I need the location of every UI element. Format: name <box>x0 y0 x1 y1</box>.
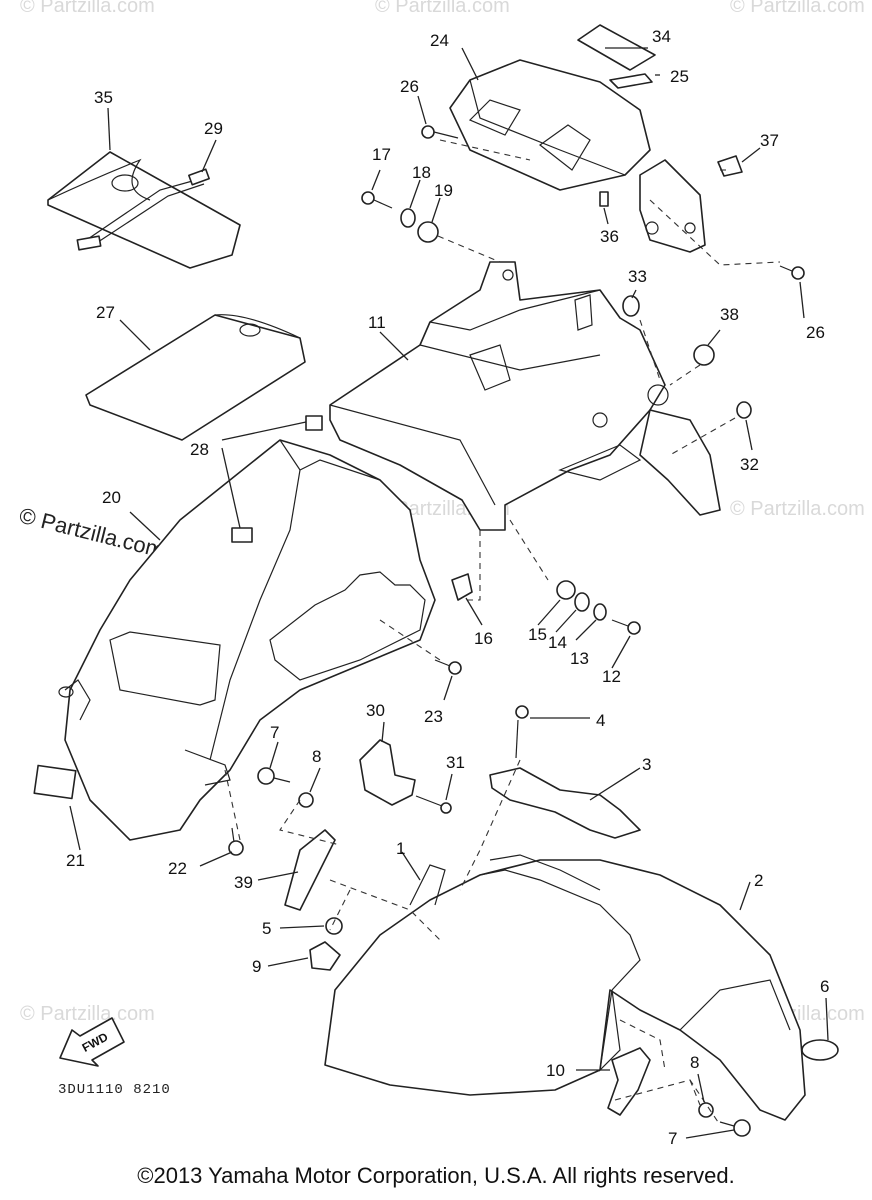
callout-12: 12 <box>602 667 621 686</box>
watermark-text: © Partzilla.com <box>17 503 167 563</box>
callout-6: 6 <box>820 977 829 996</box>
callout-17: 17 <box>372 145 391 164</box>
callout-10: 10 <box>546 1061 565 1080</box>
callout-9: 9 <box>252 957 261 976</box>
part-1-2-front-fender <box>324 854 806 1121</box>
copyright-notice: ©2013 Yamaha Motor Corporation, U.S.A. A… <box>137 1163 735 1188</box>
callout-38: 38 <box>720 305 739 324</box>
callout-1: 1 <box>396 839 405 858</box>
watermarks: © Partzilla.com © Partzilla.com © Partzi… <box>17 0 865 1025</box>
callout-20: 20 <box>102 488 121 507</box>
callout-23: 23 <box>424 707 443 726</box>
callout-15: 15 <box>528 625 547 644</box>
part-39-bracket <box>284 829 336 911</box>
part-20-rear-fender <box>58 439 436 841</box>
part-11-frame <box>329 261 721 531</box>
callout-30: 30 <box>366 701 385 720</box>
part-6-plug <box>801 1039 839 1061</box>
part-9-grommet <box>309 941 341 971</box>
callouts: 24 34 25 26 35 29 17 18 19 37 36 11 27 2… <box>66 27 829 1148</box>
callout-26b: 26 <box>806 323 825 342</box>
part-27-pad <box>85 314 306 441</box>
part-3-stay <box>489 767 641 839</box>
callout-25: 25 <box>670 67 689 86</box>
callout-14: 14 <box>548 633 567 652</box>
part-10-bracket <box>607 1047 651 1116</box>
assembly-lines <box>224 139 781 1126</box>
watermark-text: © Partzilla.com <box>20 0 155 17</box>
leader-lines <box>69 47 829 1139</box>
callout-37: 37 <box>760 131 779 150</box>
callout-22: 22 <box>168 859 187 878</box>
callout-28: 28 <box>190 440 209 459</box>
watermark-text: © Partzilla.com <box>730 0 865 17</box>
callout-26: 26 <box>400 77 419 96</box>
callout-34: 34 <box>652 27 671 46</box>
callout-4: 4 <box>596 711 605 730</box>
callout-35: 35 <box>94 88 113 107</box>
callout-27: 27 <box>96 303 115 322</box>
callout-21: 21 <box>66 851 85 870</box>
fwd-arrow: FWD <box>59 1017 125 1067</box>
callout-8b: 8 <box>690 1053 699 1072</box>
callout-7: 7 <box>270 723 279 742</box>
part-24-cover <box>449 59 651 191</box>
part-21-reflector <box>33 764 77 800</box>
callout-8: 8 <box>312 747 321 766</box>
callout-33: 33 <box>628 267 647 286</box>
hardware <box>228 125 805 1137</box>
callout-39: 39 <box>234 873 253 892</box>
callout-5: 5 <box>262 919 271 938</box>
callout-16: 16 <box>474 629 493 648</box>
callout-2: 2 <box>754 871 763 890</box>
callout-18: 18 <box>412 163 431 182</box>
watermark-text: © Partzilla.com <box>20 1003 155 1025</box>
rear-bracket <box>639 159 706 253</box>
diagram-code: 3DU1110 8210 <box>58 1082 171 1098</box>
callout-24: 24 <box>430 31 449 50</box>
callout-36: 36 <box>600 227 619 246</box>
callout-3: 3 <box>642 755 651 774</box>
callout-11: 11 <box>368 313 386 332</box>
callout-31: 31 <box>446 753 465 772</box>
part-28-clips <box>231 415 323 543</box>
callout-32: 32 <box>740 455 759 474</box>
callout-19: 19 <box>434 181 453 200</box>
part-30-bracket <box>359 739 416 806</box>
part-35-tool-pouch <box>47 151 241 269</box>
watermark-text: © Partzilla.com <box>375 0 510 17</box>
callout-13: 13 <box>570 649 589 668</box>
callout-29: 29 <box>204 119 223 138</box>
callout-7b: 7 <box>668 1129 677 1148</box>
watermark-text: © Partzilla.com <box>730 498 865 520</box>
